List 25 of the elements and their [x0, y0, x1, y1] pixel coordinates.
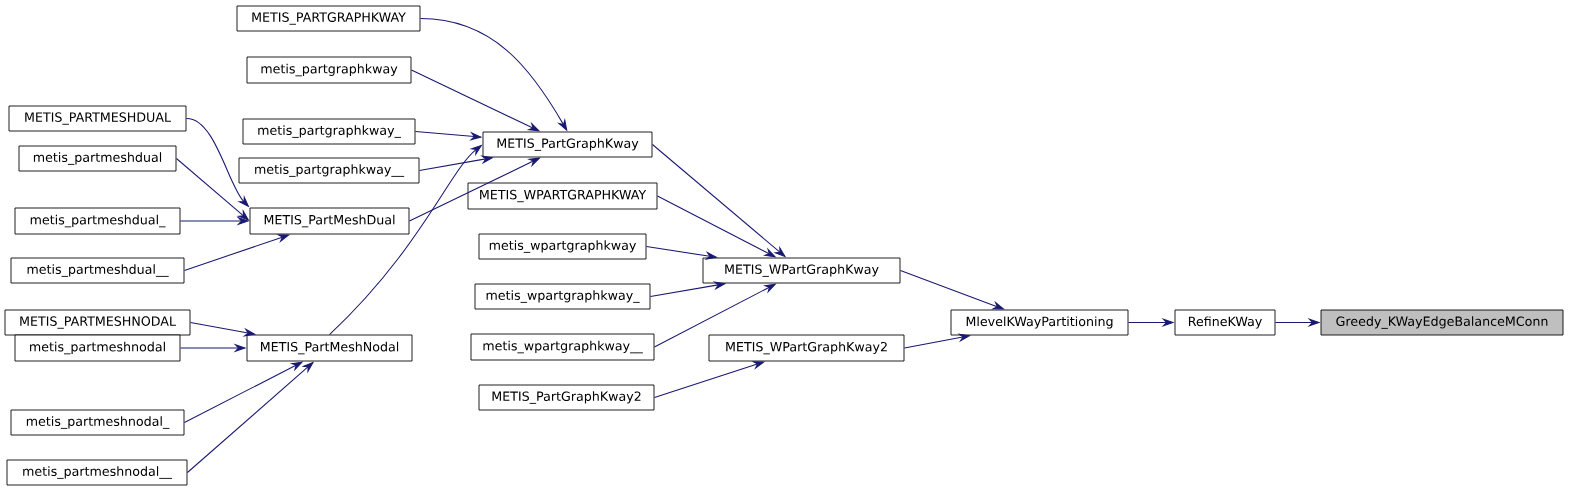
function-box: METIS_PARTMESHDUAL [8, 105, 187, 132]
function-box: metis_partmeshnodal__ [6, 459, 188, 486]
function-box: METIS_WPartGraphKway [702, 257, 901, 284]
function-box: metis_wpartgraphkway__ [470, 333, 655, 361]
function-box: METIS_WPARTGRAPHKWAY [467, 182, 658, 210]
function-box: METIS_PARTGRAPHKWAY [236, 5, 421, 32]
function-box: METIS_PartMeshNodal [246, 334, 413, 362]
function-box: METIS_PartGraphKway [482, 131, 653, 158]
function-box: METIS_PartMeshDual [249, 207, 410, 235]
function-box: metis_partgraphkway_ [242, 118, 416, 145]
function-box: METIS_PartGraphKway2 [478, 384, 655, 411]
function-box: Greedy_KWayEdgeBalanceMConn [1320, 309, 1564, 336]
function-box: metis_partgraphkway__ [238, 157, 420, 184]
function-box: metis_partmeshnodal_ [10, 409, 185, 436]
function-box: METIS_PARTMESHNODAL [4, 309, 191, 336]
function-box: metis_wpartgraphkway [478, 233, 647, 260]
function-box: metis_partmeshnodal [14, 334, 181, 362]
function-box: metis_partmeshdual__ [10, 257, 185, 284]
function-box: metis_partgraphkway [246, 56, 412, 84]
function-box: RefineKWay [1174, 309, 1276, 336]
function-box: MlevelKWayPartitioning [950, 309, 1129, 336]
function-box: metis_partmeshdual [18, 145, 177, 172]
function-box: metis_wpartgraphkway_ [474, 283, 651, 310]
function-box: metis_partmeshdual_ [14, 207, 181, 235]
function-box: METIS_WPartGraphKway2 [708, 334, 905, 362]
